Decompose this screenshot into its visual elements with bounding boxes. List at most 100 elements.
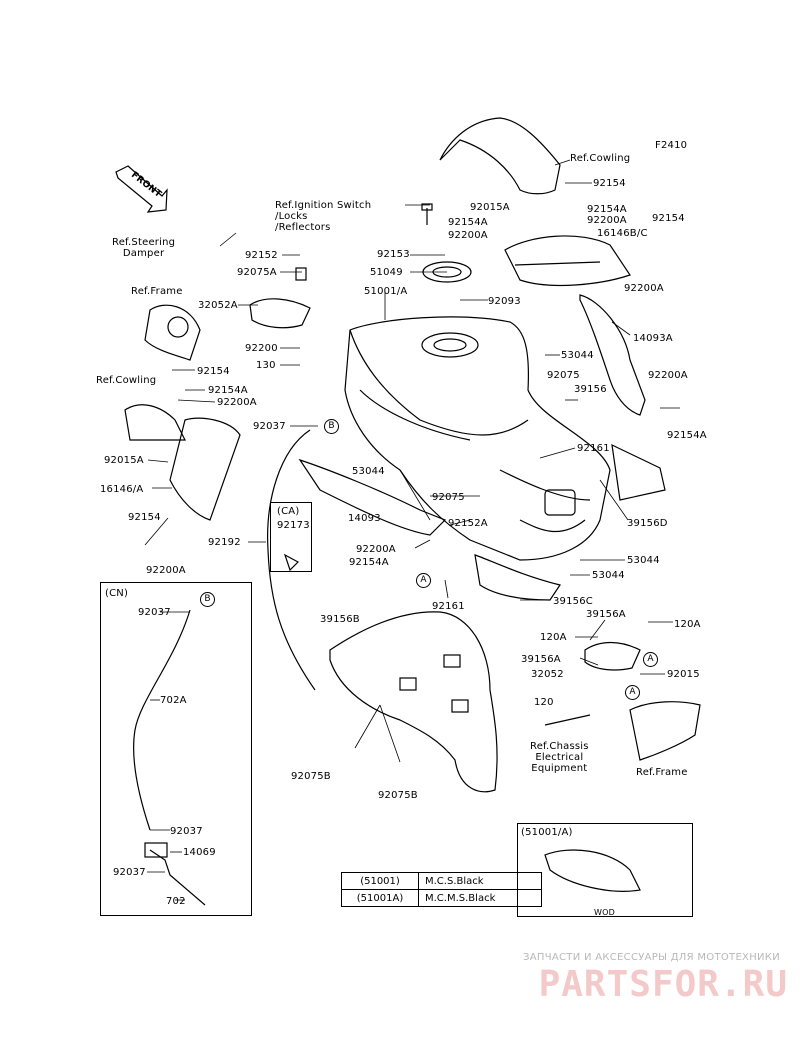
part-92200a: 92200A (587, 215, 627, 226)
part-32052a: 32052A (198, 300, 238, 311)
variant-code: (51001A) (341, 889, 419, 907)
color-variant-table: (51001) M.C.S.Black (51001A) M.C.M.S.Bla… (341, 872, 542, 907)
inset-variant-box (517, 823, 693, 917)
side-cover-right-drawing (579, 294, 646, 416)
part-92037: 92037 (138, 607, 171, 618)
part-92015a: 92015A (470, 202, 510, 213)
part-92093: 92093 (488, 296, 521, 307)
marker-a: A (625, 685, 640, 700)
part-92154a: 92154A (208, 385, 248, 396)
part-53044: 53044 (592, 570, 625, 581)
part-16146bc: 16146B/C (597, 228, 648, 239)
part-92200a: 92200A (217, 397, 257, 408)
marker-a: A (416, 573, 431, 588)
label-wod: WOD (594, 908, 615, 917)
label-ref-chassis: Ref.Chassis Electrical Equipment (530, 741, 589, 774)
part-92015: 92015 (667, 669, 700, 680)
marker-b: B (324, 419, 339, 434)
frame-bracket-right-drawing (544, 641, 701, 761)
part-92075b: 92075B (378, 790, 418, 801)
variant-desc: M.C.S.Black (418, 872, 542, 890)
left-cowling-drawing (124, 304, 241, 521)
table-row: (51001) M.C.S.Black (341, 872, 542, 890)
part-120: 120 (534, 697, 554, 708)
part-702a: 702A (160, 695, 187, 706)
ca-clip-drawing (283, 553, 299, 572)
upper-cowling-drawing (439, 117, 631, 287)
part-702: 702 (166, 896, 186, 907)
label-ref-cowling-top: Ref.Cowling (570, 153, 631, 164)
part-53044: 53044 (352, 466, 385, 477)
part-16146a: 16146/A (100, 484, 144, 495)
part-92037: 92037 (253, 421, 286, 432)
label-ca: (CA) (277, 506, 300, 517)
part-53044: 53044 (561, 350, 594, 361)
watermark-logo: PARTSFOR.RU (538, 964, 788, 1005)
part-14093: 14093 (348, 513, 381, 524)
fuel-cap-drawing (421, 203, 472, 283)
part-92037: 92037 (170, 826, 203, 837)
pad-39156c-drawing (474, 554, 561, 601)
part-92015a: 92015A (104, 455, 144, 466)
variant-desc: M.C.M.S.Black (418, 889, 542, 907)
part-92075: 92075 (432, 492, 465, 503)
label-ref-frame-left: Ref.Frame (131, 286, 183, 297)
marker-b: B (200, 592, 215, 607)
part-92154: 92154 (593, 178, 626, 189)
part-92161: 92161 (577, 443, 610, 454)
label-inset-51001a: (51001/A) (521, 827, 573, 838)
part-92154: 92154 (128, 512, 161, 523)
label-ref-ignition: Ref.Ignition Switch /Locks /Reflectors (275, 200, 372, 233)
part-92154a: 92154A (587, 204, 627, 215)
part-92200a: 92200A (648, 370, 688, 381)
part-92153: 92153 (377, 249, 410, 260)
part-92152a: 92152A (448, 518, 488, 529)
side-panel-14093-drawing (298, 458, 447, 536)
part-92154a: 92154A (667, 430, 707, 441)
part-92037: 92037 (113, 867, 146, 878)
front-arrow-icon (115, 165, 168, 213)
part-92154: 92154 (652, 213, 685, 224)
leader-lines (144, 159, 680, 901)
part-92154a: 92154A (448, 217, 488, 228)
label-ref-cowling-left: Ref.Cowling (96, 375, 157, 386)
inset-tank-variant-drawing (544, 849, 641, 892)
part-92152: 92152 (245, 250, 278, 261)
fuel-tank-drawing (344, 316, 611, 561)
part-39156b: 39156B (320, 614, 360, 625)
part-92192: 92192 (208, 537, 241, 548)
part-92173: 92173 (277, 520, 310, 531)
part-51001a: 51001/A (364, 286, 408, 297)
part-92200a: 92200A (356, 544, 396, 555)
part-14069: 14069 (183, 847, 216, 858)
part-92154a: 92154A (349, 557, 389, 568)
part-39156d: 39156D (627, 518, 668, 529)
figure-code: F2410 (655, 140, 688, 151)
watermark-tagline: ЗАПЧАСТИ И АКСЕССУАРЫ ДЛЯ МОТОТЕХНИКИ (523, 952, 780, 963)
label-ref-frame-right: Ref.Frame (636, 767, 688, 778)
part-39156: 39156 (574, 384, 607, 395)
part-14093a: 14093A (633, 333, 673, 344)
pad-39156d-drawing (611, 443, 666, 501)
part-39156a: 39156A (521, 654, 561, 665)
cn-variant-box (100, 582, 252, 916)
part-92075: 92075 (547, 370, 580, 381)
part-92200: 92200 (245, 343, 278, 354)
marker-a: A (643, 652, 658, 667)
variant-code: (51001) (341, 872, 419, 890)
part-92075a: 92075A (237, 267, 277, 278)
part-92200a: 92200A (146, 565, 186, 576)
part-120a: 120A (674, 619, 701, 630)
part-92154: 92154 (197, 366, 230, 377)
pad-39156b-drawing (329, 611, 498, 793)
bracket-32052a-drawing (249, 267, 311, 329)
part-92161: 92161 (432, 601, 465, 612)
fuel-hose-drawing (133, 429, 316, 906)
part-39156a: 39156A (586, 609, 626, 620)
part-53044: 53044 (627, 555, 660, 566)
part-120a: 120A (540, 632, 567, 643)
ca-variant-box (270, 502, 312, 572)
label-cn: (CN) (105, 588, 129, 599)
part-92200a: 92200A (448, 230, 488, 241)
